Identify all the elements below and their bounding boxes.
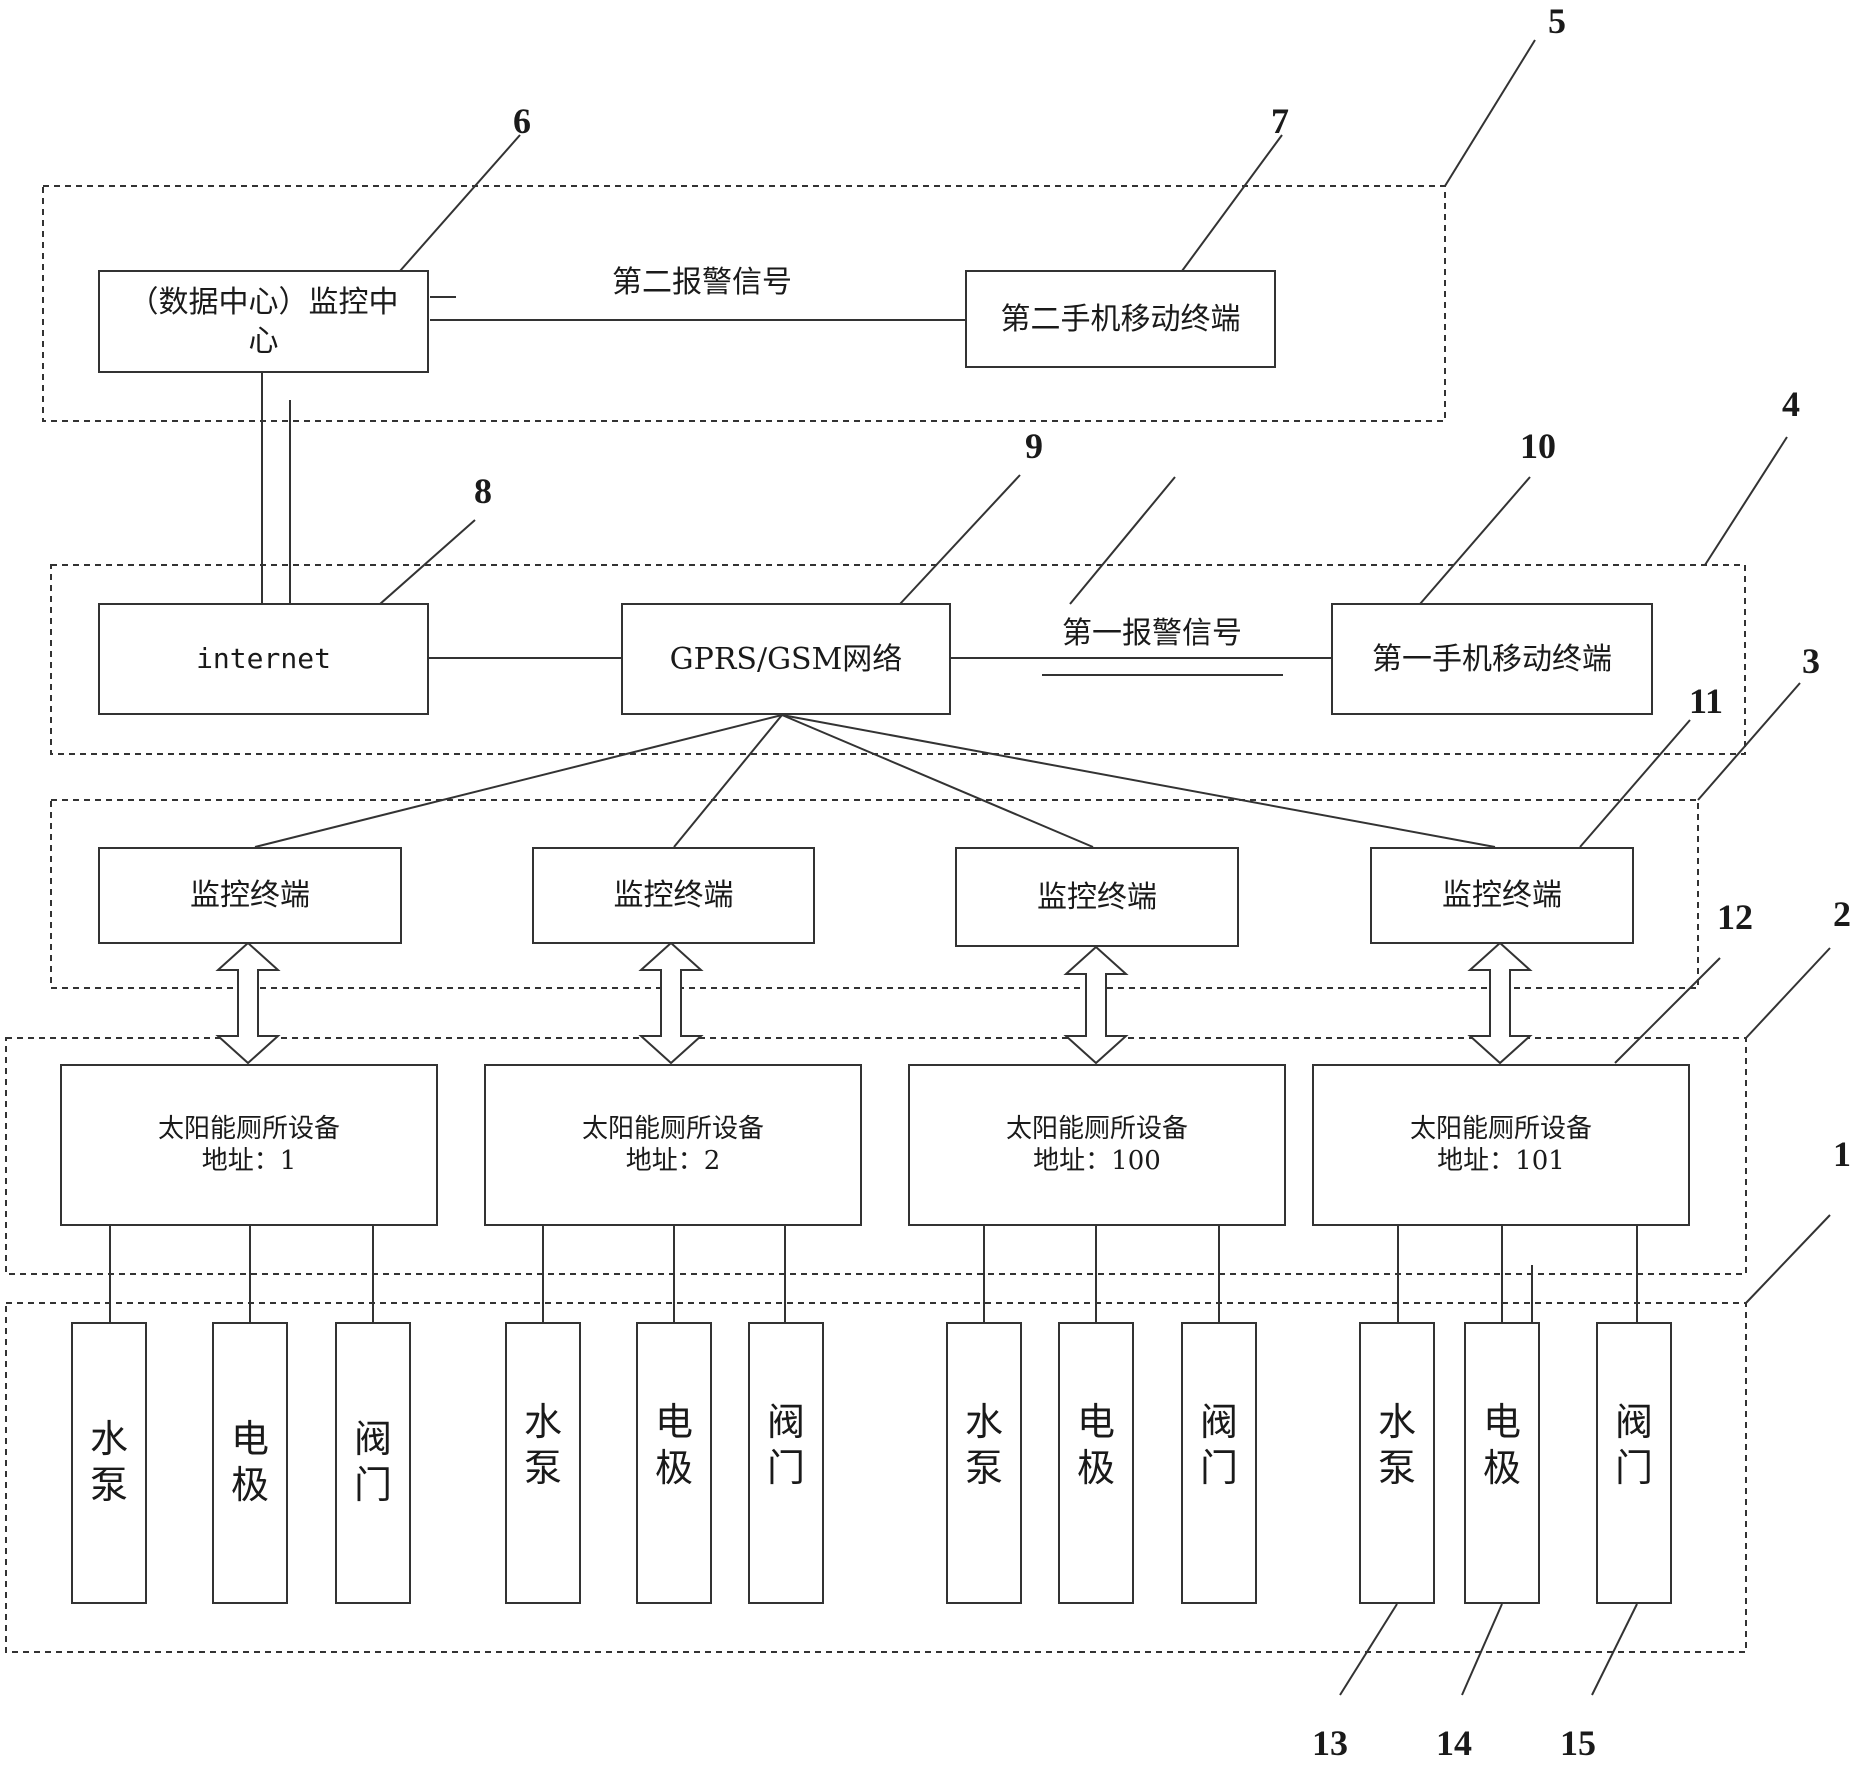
bidirectional-arrow-2: [638, 941, 704, 1065]
pump-char-1: 水: [1377, 1400, 1416, 1444]
valve-char-2: 门: [1199, 1445, 1238, 1490]
water-pump-2: 水 泵: [505, 1322, 581, 1604]
valve-3: 阀 门: [1181, 1322, 1257, 1604]
monitor-terminal-4: 监控终端: [1370, 847, 1634, 944]
electrode-1: 电 极: [212, 1322, 288, 1604]
valve-char-1: 阀: [1199, 1400, 1238, 1444]
electrode-char-2: 极: [654, 1445, 693, 1490]
monitoring-center-line1: （数据中心）监控中: [128, 284, 399, 320]
device-address: 地址：101: [1437, 1146, 1565, 1176]
group-4-frame: [50, 564, 1746, 755]
gprs-gsm-network-label: GPRS/GSM网络: [669, 641, 903, 677]
valve-1: 阀 门: [335, 1322, 411, 1604]
electrode-char-1: 电: [1482, 1400, 1521, 1444]
electrode-char-1: 电: [1076, 1400, 1115, 1444]
ref-number-5: 5: [1548, 1, 1566, 41]
device-name: 太阳能厕所设备: [581, 1113, 764, 1144]
monitor-terminal-2: 监控终端: [532, 847, 815, 944]
pump-char-1: 水: [964, 1400, 1003, 1444]
monitor-terminal-label: 监控终端: [190, 878, 310, 913]
ref-number-14: 14: [1436, 1723, 1472, 1763]
group-1-frame: [5, 1302, 1747, 1653]
electrode-3: 电 极: [1058, 1322, 1134, 1604]
water-pump-3: 水 泵: [946, 1322, 1022, 1604]
ref-number-11: 11: [1688, 681, 1723, 721]
solar-toilet-device-4: 太阳能厕所设备 地址：101: [1312, 1064, 1690, 1226]
monitoring-center-box: （数据中心）监控中 心: [98, 270, 429, 373]
second-mobile-terminal-label: 第二手机移动终端: [1000, 301, 1241, 337]
ref-number-4: 4: [1782, 384, 1800, 424]
solar-toilet-device-3: 太阳能厕所设备 地址：100: [908, 1064, 1286, 1226]
electrode-char-2: 极: [1076, 1445, 1115, 1490]
ref-number-7: 7: [1271, 101, 1289, 141]
valve-char-1: 阀: [1614, 1400, 1653, 1444]
ref-number-9: 9: [1025, 426, 1043, 466]
monitor-terminal-1: 监控终端: [98, 847, 402, 944]
bidirectional-arrow-1: [215, 941, 281, 1065]
device-name: 太阳能厕所设备: [1409, 1113, 1592, 1144]
electrode-char-2: 极: [1482, 1445, 1521, 1490]
bidirectional-arrow-4: [1467, 941, 1533, 1065]
group-3-frame: [50, 799, 1699, 989]
pump-char-2: 泵: [523, 1445, 562, 1490]
ref-number-10: 10: [1520, 426, 1556, 466]
monitor-terminal-3: 监控终端: [955, 847, 1239, 947]
electrode-char-1: 电: [654, 1400, 693, 1444]
monitor-terminal-label: 监控终端: [1037, 879, 1157, 915]
device-name: 太阳能厕所设备: [157, 1113, 340, 1144]
pump-char-2: 泵: [964, 1445, 1003, 1490]
valve-char-2: 门: [353, 1462, 392, 1507]
second-mobile-terminal-box: 第二手机移动终端: [965, 270, 1276, 368]
solar-toilet-device-2: 太阳能厕所设备 地址：2: [484, 1064, 862, 1226]
group-2-frame: [5, 1037, 1747, 1275]
ref-number-2: 2: [1833, 894, 1851, 934]
pump-char-1: 水: [89, 1417, 128, 1461]
internet-box: internet: [98, 603, 429, 715]
electrode-char-2: 极: [230, 1462, 269, 1507]
ref-number-12: 12: [1717, 897, 1753, 937]
valve-char-2: 门: [766, 1445, 805, 1490]
valve-2: 阀 门: [748, 1322, 824, 1604]
first-mobile-terminal-box: 第一手机移动终端: [1331, 603, 1653, 715]
device-address: 地址：1: [201, 1146, 297, 1176]
ref-number-6: 6: [513, 101, 531, 141]
electrode-char-1: 电: [230, 1417, 269, 1461]
water-pump-1: 水 泵: [71, 1322, 147, 1604]
valve-char-1: 阀: [766, 1400, 805, 1444]
pump-char-2: 泵: [89, 1462, 128, 1507]
pump-char-1: 水: [523, 1400, 562, 1444]
monitor-terminal-label: 监控终端: [1442, 878, 1562, 913]
device-name: 太阳能厕所设备: [1005, 1113, 1188, 1144]
device-address: 地址：100: [1033, 1146, 1161, 1176]
ref-number-15: 15: [1560, 1723, 1596, 1763]
electrode-4: 电 极: [1464, 1322, 1540, 1604]
first-mobile-terminal-label: 第一手机移动终端: [1372, 641, 1612, 677]
ref-number-8: 8: [474, 471, 492, 511]
ref-number-13: 13: [1312, 1723, 1348, 1763]
valve-4: 阀 门: [1596, 1322, 1672, 1604]
device-address: 地址：2: [625, 1146, 721, 1176]
solar-toilet-device-1: 太阳能厕所设备 地址：1: [60, 1064, 438, 1226]
gprs-gsm-network-box: GPRS/GSM网络: [621, 603, 951, 715]
valve-char-2: 门: [1614, 1445, 1653, 1490]
group-5-frame: [42, 185, 1446, 422]
monitoring-center-line2: 心: [248, 323, 279, 359]
monitor-terminal-label: 监控终端: [613, 878, 734, 913]
pump-char-2: 泵: [1377, 1445, 1416, 1490]
ref-number-3: 3: [1802, 641, 1820, 681]
valve-char-1: 阀: [353, 1417, 392, 1461]
bidirectional-arrow-3: [1063, 945, 1129, 1065]
ref-number-1: 1: [1833, 1134, 1851, 1174]
water-pump-4: 水 泵: [1359, 1322, 1435, 1604]
internet-label: internet: [196, 641, 331, 675]
electrode-2: 电 极: [636, 1322, 712, 1604]
second-alarm-signal-label: 第二报警信号: [612, 265, 792, 300]
first-alarm-signal-label: 第一报警信号: [1062, 616, 1242, 651]
